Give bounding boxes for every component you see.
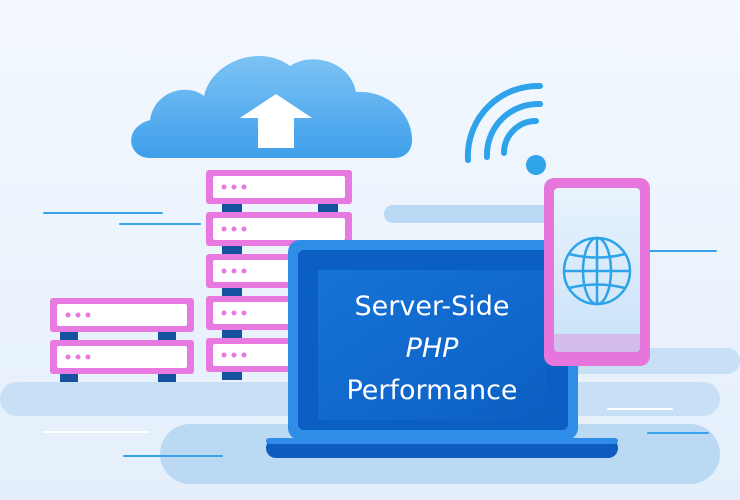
server-unit xyxy=(206,170,352,204)
globe-icon xyxy=(562,236,632,306)
hero-title-line3: Performance xyxy=(346,375,518,406)
hero-title-line2: PHP xyxy=(405,333,459,364)
server-unit xyxy=(206,212,352,246)
wifi-icon xyxy=(464,82,546,175)
float-bar xyxy=(384,205,594,223)
hero-title: Server-Side PHP Performance xyxy=(318,276,546,422)
server-unit xyxy=(50,298,194,332)
server-rack-small xyxy=(50,298,194,382)
laptop-icon xyxy=(266,240,618,458)
hero-title-line1: Server-Side xyxy=(354,291,510,322)
server-unit xyxy=(50,340,194,374)
cloud-upload-icon xyxy=(131,55,412,158)
smartphone-icon xyxy=(544,178,650,366)
